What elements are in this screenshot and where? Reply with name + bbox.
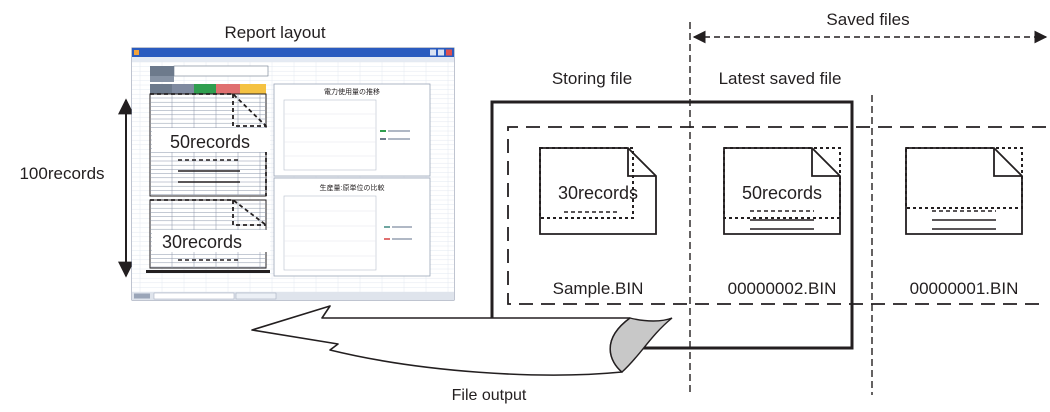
file-records-latest: 50records — [742, 183, 822, 203]
production-ratio-chart-title: 生産量:原単位の比較 — [320, 183, 385, 192]
report-layout-label: Report layout — [224, 23, 325, 42]
storing-file-frame — [490, 100, 854, 350]
file-name-latest: 00000002.BIN — [728, 279, 837, 298]
power-usage-chart-title: 電力使用量の推移 — [324, 87, 380, 96]
sheet-title-cell — [150, 66, 174, 76]
excel-report-window: 50records 30records 電力使用量の推移 — [131, 47, 455, 301]
sheet-tab[interactable] — [235, 292, 277, 300]
excel-close-icon[interactable] — [446, 49, 452, 56]
lower-record-block: 30records — [149, 199, 270, 269]
col-header-3 — [194, 84, 216, 94]
storing-file-label: Storing file — [552, 69, 632, 88]
file-icon-older — [905, 147, 1023, 235]
file-icons — [539, 147, 1023, 235]
file-output-label: File output — [452, 387, 527, 404]
file-icon-storing — [539, 147, 657, 235]
col-header-1 — [150, 84, 172, 94]
production-ratio-chart: 生産量:原単位の比較 — [273, 177, 431, 277]
file-records-storing: 30records — [558, 183, 638, 203]
hundred-records-label: 100records — [19, 164, 104, 183]
sheet-tab-active[interactable] — [153, 292, 235, 300]
power-usage-chart: 電力使用量の推移 — [273, 83, 431, 177]
excel-app-icon — [134, 50, 139, 55]
file-name-older: 00000001.BIN — [910, 279, 1019, 298]
upper-record-block: 50records — [149, 93, 270, 197]
upper-block-records-label: 50records — [170, 132, 250, 152]
saved-files-label: Saved files — [826, 10, 909, 29]
sheet-nav-icons[interactable] — [134, 293, 150, 299]
col-header-5 — [240, 84, 266, 94]
col-header-4 — [216, 84, 240, 94]
lower-block-records-label: 30records — [162, 232, 242, 252]
excel-titlebar — [132, 48, 454, 57]
latest-saved-file-label: Latest saved file — [719, 69, 842, 88]
file-name-storing: Sample.BIN — [553, 279, 644, 298]
file-output-arrow — [251, 305, 673, 376]
saved-files-dashed-band — [507, 126, 1046, 305]
col-header-2 — [172, 84, 194, 94]
file-icon-latest — [723, 147, 841, 235]
